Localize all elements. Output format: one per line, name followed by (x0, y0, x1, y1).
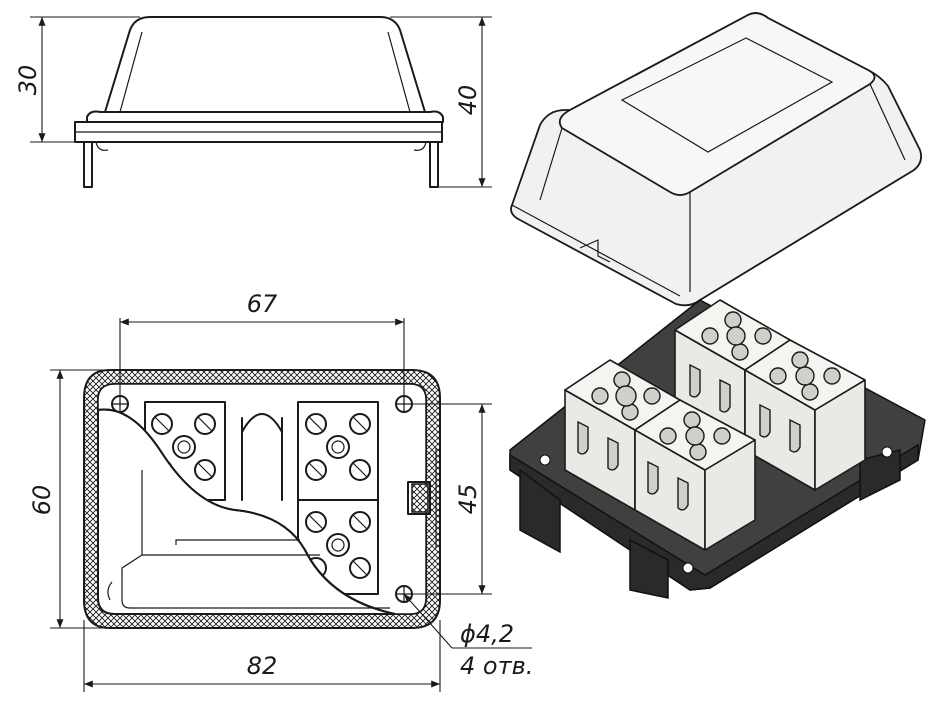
hole-count-label: 4 отв. (460, 652, 533, 680)
terminal-block-back-right (744, 339, 866, 491)
dim-60-label: 60 (28, 485, 56, 516)
isometric-base (509, 299, 926, 599)
dim-30-label: 30 (14, 65, 42, 96)
isometric-lid (510, 12, 923, 307)
dim-45-label: 45 (454, 484, 482, 515)
dim-40-label: 40 (454, 85, 482, 116)
terminal-block-front-right (634, 399, 756, 551)
dim-82-label: 82 (247, 652, 278, 680)
hole-diameter-label: ϕ4,2 (460, 620, 514, 648)
dim-67-label: 67 (247, 290, 278, 318)
side-view: 30 40 (14, 16, 492, 188)
top-view: 67 60 45 82 ϕ4,2 4 отв. (28, 290, 533, 692)
terminal-screws-right-top (305, 413, 371, 481)
